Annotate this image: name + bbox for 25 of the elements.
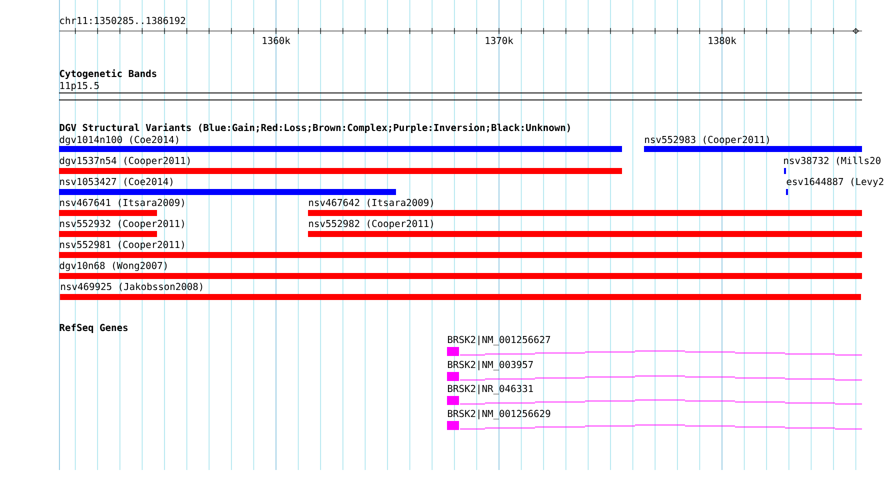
variant-label: esv1644887 (Levy2 <box>786 178 884 187</box>
variant-label: nsv467642 (Itsara2009) <box>309 198 433 208</box>
variant-label: nsv469925 (Jakobsson2008) <box>61 282 202 292</box>
transcript-label: BRSK2|NR_046331 <box>448 384 533 394</box>
tick-label: 1380k <box>708 36 736 44</box>
variant-label: dgv1014n100 (Coe2014) <box>60 136 178 146</box>
transcript-label: BRSK2|NM_001256627 <box>448 336 550 346</box>
transcript-label: BRSK2|NM_001256629 <box>448 410 550 420</box>
band-label: 11p15.5 <box>60 82 99 91</box>
track-title: RefSeq Genes <box>60 324 128 333</box>
variant-label: nsv552981 (Cooper2011) <box>60 240 184 250</box>
track-title: DGV Structural Variants (Blue:Gain;Red:Loss;Brown:Complex;Purple:Inversion;Black:Unknown) <box>60 123 570 133</box>
variant-label: nsv552983 (Cooper2011) <box>645 136 769 145</box>
variant-label: nsv467641 (Itsara2009) <box>60 198 184 208</box>
tick-label: 1360k <box>262 36 290 44</box>
transcript-label: BRSK2|NM_003957 <box>448 360 533 370</box>
variant-label: nsv552932 (Cooper2011) <box>60 220 184 229</box>
variant-label: nsv1053427 (Coe2014) <box>60 178 172 186</box>
variant-label: dgv10n68 (Wong2007) <box>60 262 167 272</box>
variant-label: nsv552982 (Cooper2011) <box>309 220 433 229</box>
variant-label: nsv38732 (Mills20 <box>784 156 880 166</box>
tick-label: 1370k <box>486 36 514 44</box>
location-label: chr11:1350285..1386192 <box>60 16 186 24</box>
variant-label: dgv1537n54 (Cooper2011) <box>60 156 190 166</box>
track-title: Cytogenetic Bands <box>60 69 156 79</box>
